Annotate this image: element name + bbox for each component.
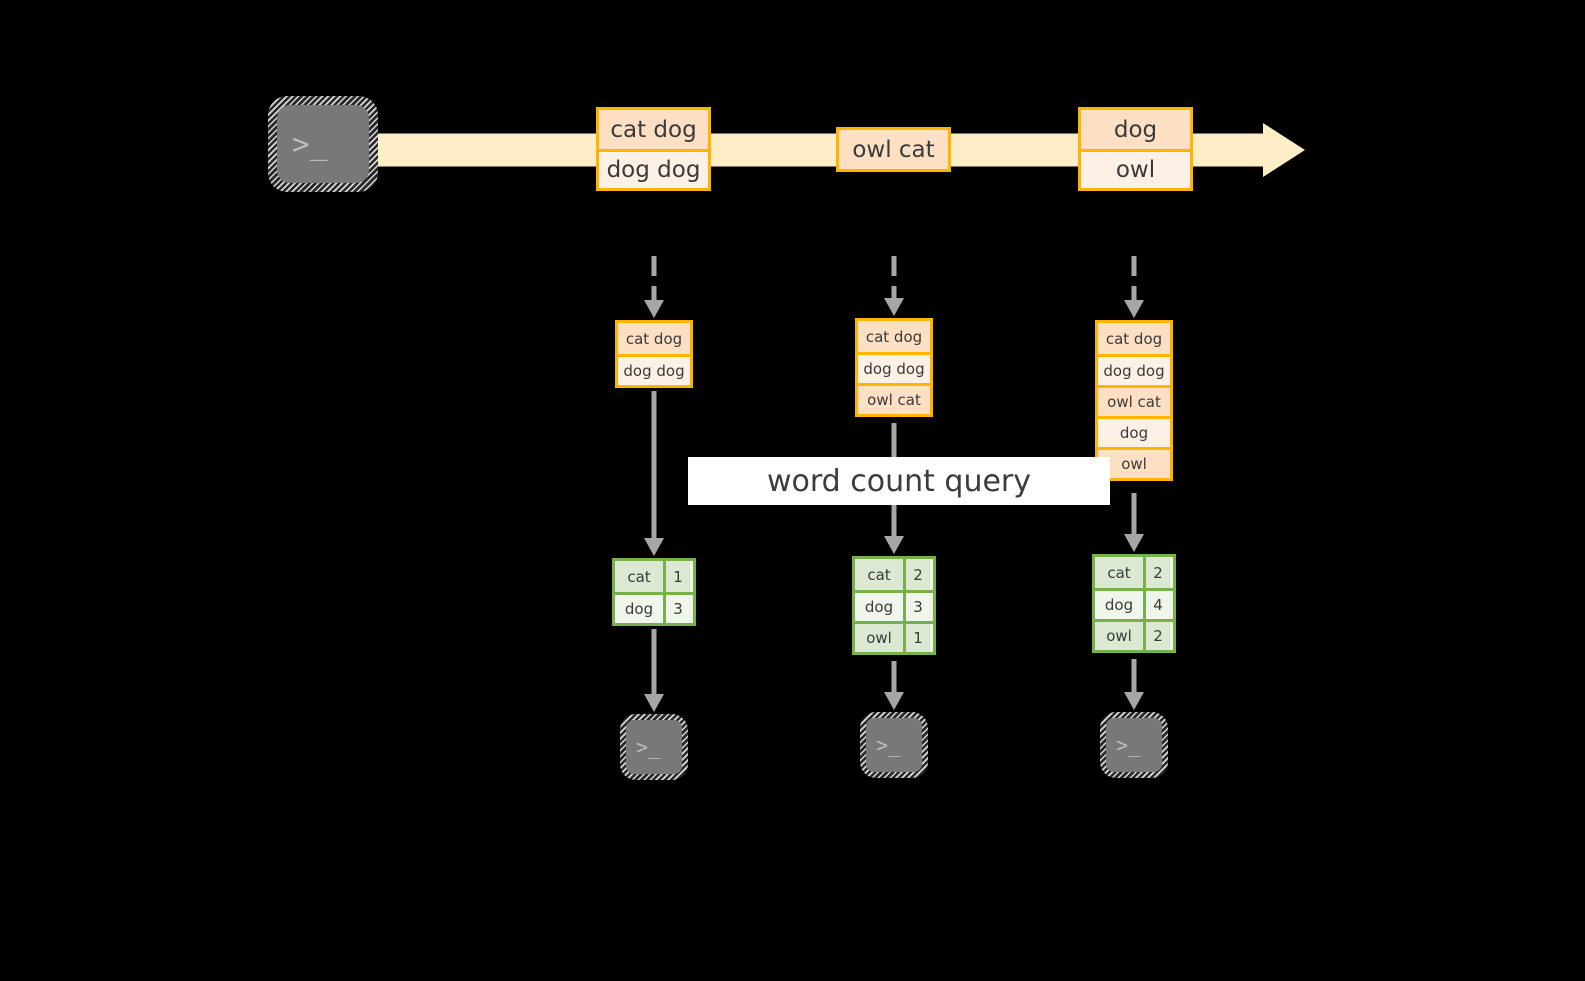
result-word-cell: dog	[1095, 591, 1143, 619]
terminal-body	[277, 105, 369, 183]
sink-terminal-icon: >_	[860, 712, 928, 778]
snapshot-input-row: dog dog	[618, 354, 690, 385]
result-word-cell: owl	[1095, 622, 1143, 650]
stream-to-snapshot-arrow	[1121, 256, 1147, 318]
snapshot-input-row: dog dog	[858, 352, 930, 383]
stream-record-cell: owl cat	[839, 130, 948, 169]
result-to-sink-arrow	[881, 661, 907, 710]
query-label-banner: word count query	[688, 457, 1110, 505]
snapshot-input-row: cat dog	[1098, 323, 1170, 354]
sink-terminal-icon: >_	[620, 714, 688, 780]
terminal-body	[1106, 718, 1162, 772]
terminal-body	[626, 720, 682, 774]
snapshot-input-row: dog dog	[1098, 354, 1170, 385]
result-to-sink-arrow	[641, 629, 667, 712]
sink-terminal-icon: >_	[1100, 712, 1168, 778]
result-count-cell: 1	[663, 561, 690, 592]
record-stream-arrow	[0, 121, 1585, 179]
result-word-cell: dog	[855, 593, 903, 621]
result-count-cell: 2	[1143, 622, 1170, 650]
snapshot-input-row: owl	[1098, 447, 1170, 478]
result-count-cell: 4	[1143, 591, 1170, 619]
terminal-prompt-glyph: >_	[1116, 733, 1141, 757]
stream-record-group: owl cat	[836, 127, 951, 172]
result-to-sink-arrow	[1121, 659, 1147, 710]
result-word-cell: cat	[615, 561, 663, 592]
result-count-cell: 2	[1143, 557, 1170, 588]
terminal-body	[866, 718, 922, 772]
query-arrow	[1121, 493, 1147, 552]
result-word-cell: cat	[1095, 557, 1143, 588]
stream-record-cell: dog dog	[599, 149, 708, 188]
snapshot-input-row: owl cat	[858, 383, 930, 414]
snapshot-input-row: dog	[1098, 416, 1170, 447]
query-arrow	[641, 391, 667, 556]
result-count-cell: 3	[663, 595, 690, 623]
stream-record-cell: cat dog	[599, 110, 708, 149]
snapshot-input-row: owl cat	[1098, 385, 1170, 416]
result-count-cell: 2	[903, 559, 930, 590]
source-terminal-icon: >_	[268, 96, 378, 192]
snapshot-input-row: cat dog	[618, 323, 690, 354]
result-count-cell: 3	[903, 593, 930, 621]
stream-record-cell: owl	[1081, 149, 1190, 188]
terminal-prompt-glyph: >_	[876, 733, 901, 757]
terminal-prompt-glyph: >_	[292, 127, 329, 161]
stream-to-snapshot-arrow	[641, 256, 667, 318]
terminal-prompt-glyph: >_	[636, 735, 661, 759]
result-word-cell: dog	[615, 595, 663, 623]
result-word-cell: cat	[855, 559, 903, 590]
result-count-cell: 1	[903, 624, 930, 652]
stream-to-snapshot-arrow	[881, 256, 907, 316]
result-word-cell: owl	[855, 624, 903, 652]
snapshot-input-row: cat dog	[858, 321, 930, 352]
stream-record-cell: dog	[1081, 110, 1190, 149]
